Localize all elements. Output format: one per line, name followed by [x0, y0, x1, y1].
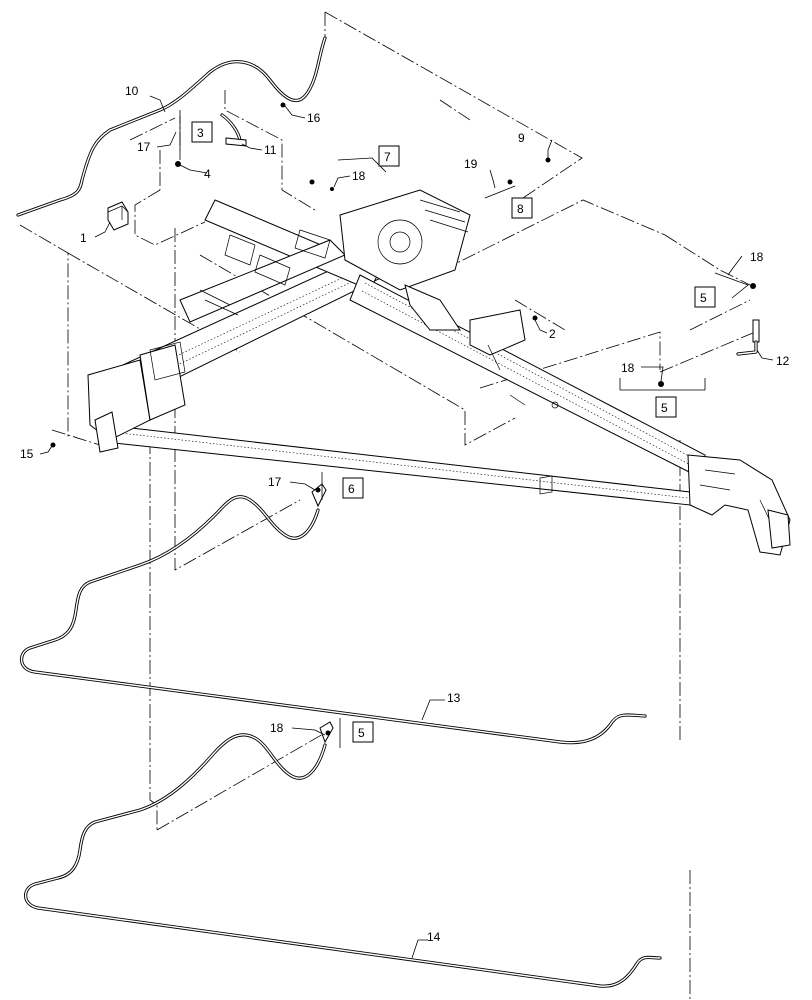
callout-1: 1 — [80, 231, 87, 245]
callout-12: 12 — [776, 354, 790, 368]
callout-14: 14 — [427, 930, 441, 944]
tube-13 — [20, 483, 647, 745]
ref-box-6: 6 — [348, 482, 355, 496]
callout-18-lower-right: 18 — [621, 361, 635, 375]
callout-16: 16 — [307, 111, 321, 125]
ref-box-8: 8 — [517, 202, 524, 216]
callout-9: 9 — [518, 131, 525, 145]
callout-17-mid: 17 — [268, 475, 282, 489]
ref-box-7: 7 — [384, 150, 391, 164]
callout-10: 10 — [125, 84, 139, 98]
leader-lines — [39, 95, 774, 959]
callout-17-top: 17 — [137, 140, 151, 154]
ref-box-3: 3 — [197, 126, 204, 140]
tube-12 — [736, 319, 760, 356]
callout-15: 15 — [20, 447, 34, 461]
part-1-valve — [107, 201, 129, 231]
fittings — [50, 102, 756, 736]
callout-18-right: 18 — [750, 250, 764, 264]
callout-labels: 1 2 4 9 10 11 12 13 14 15 16 17 17 18 18… — [20, 84, 790, 944]
callout-18-bottom: 18 — [270, 721, 284, 735]
callout-4: 4 — [204, 167, 211, 181]
callout-18-top: 18 — [352, 169, 366, 183]
callout-2: 2 — [549, 327, 556, 341]
callout-11: 11 — [264, 143, 277, 157]
hitch-frame — [87, 189, 791, 556]
callout-19: 19 — [464, 157, 478, 171]
tube-11 — [220, 113, 247, 147]
boxed-references: 3 7 8 5 5 6 5 — [191, 121, 716, 743]
tube-10 — [16, 36, 327, 217]
callout-13: 13 — [447, 691, 461, 705]
ref-box-5-right: 5 — [700, 291, 707, 305]
tube-14 — [24, 721, 662, 988]
ref-box-5-bottom: 5 — [358, 726, 365, 740]
ref-box-5-lower-right: 5 — [661, 401, 668, 415]
